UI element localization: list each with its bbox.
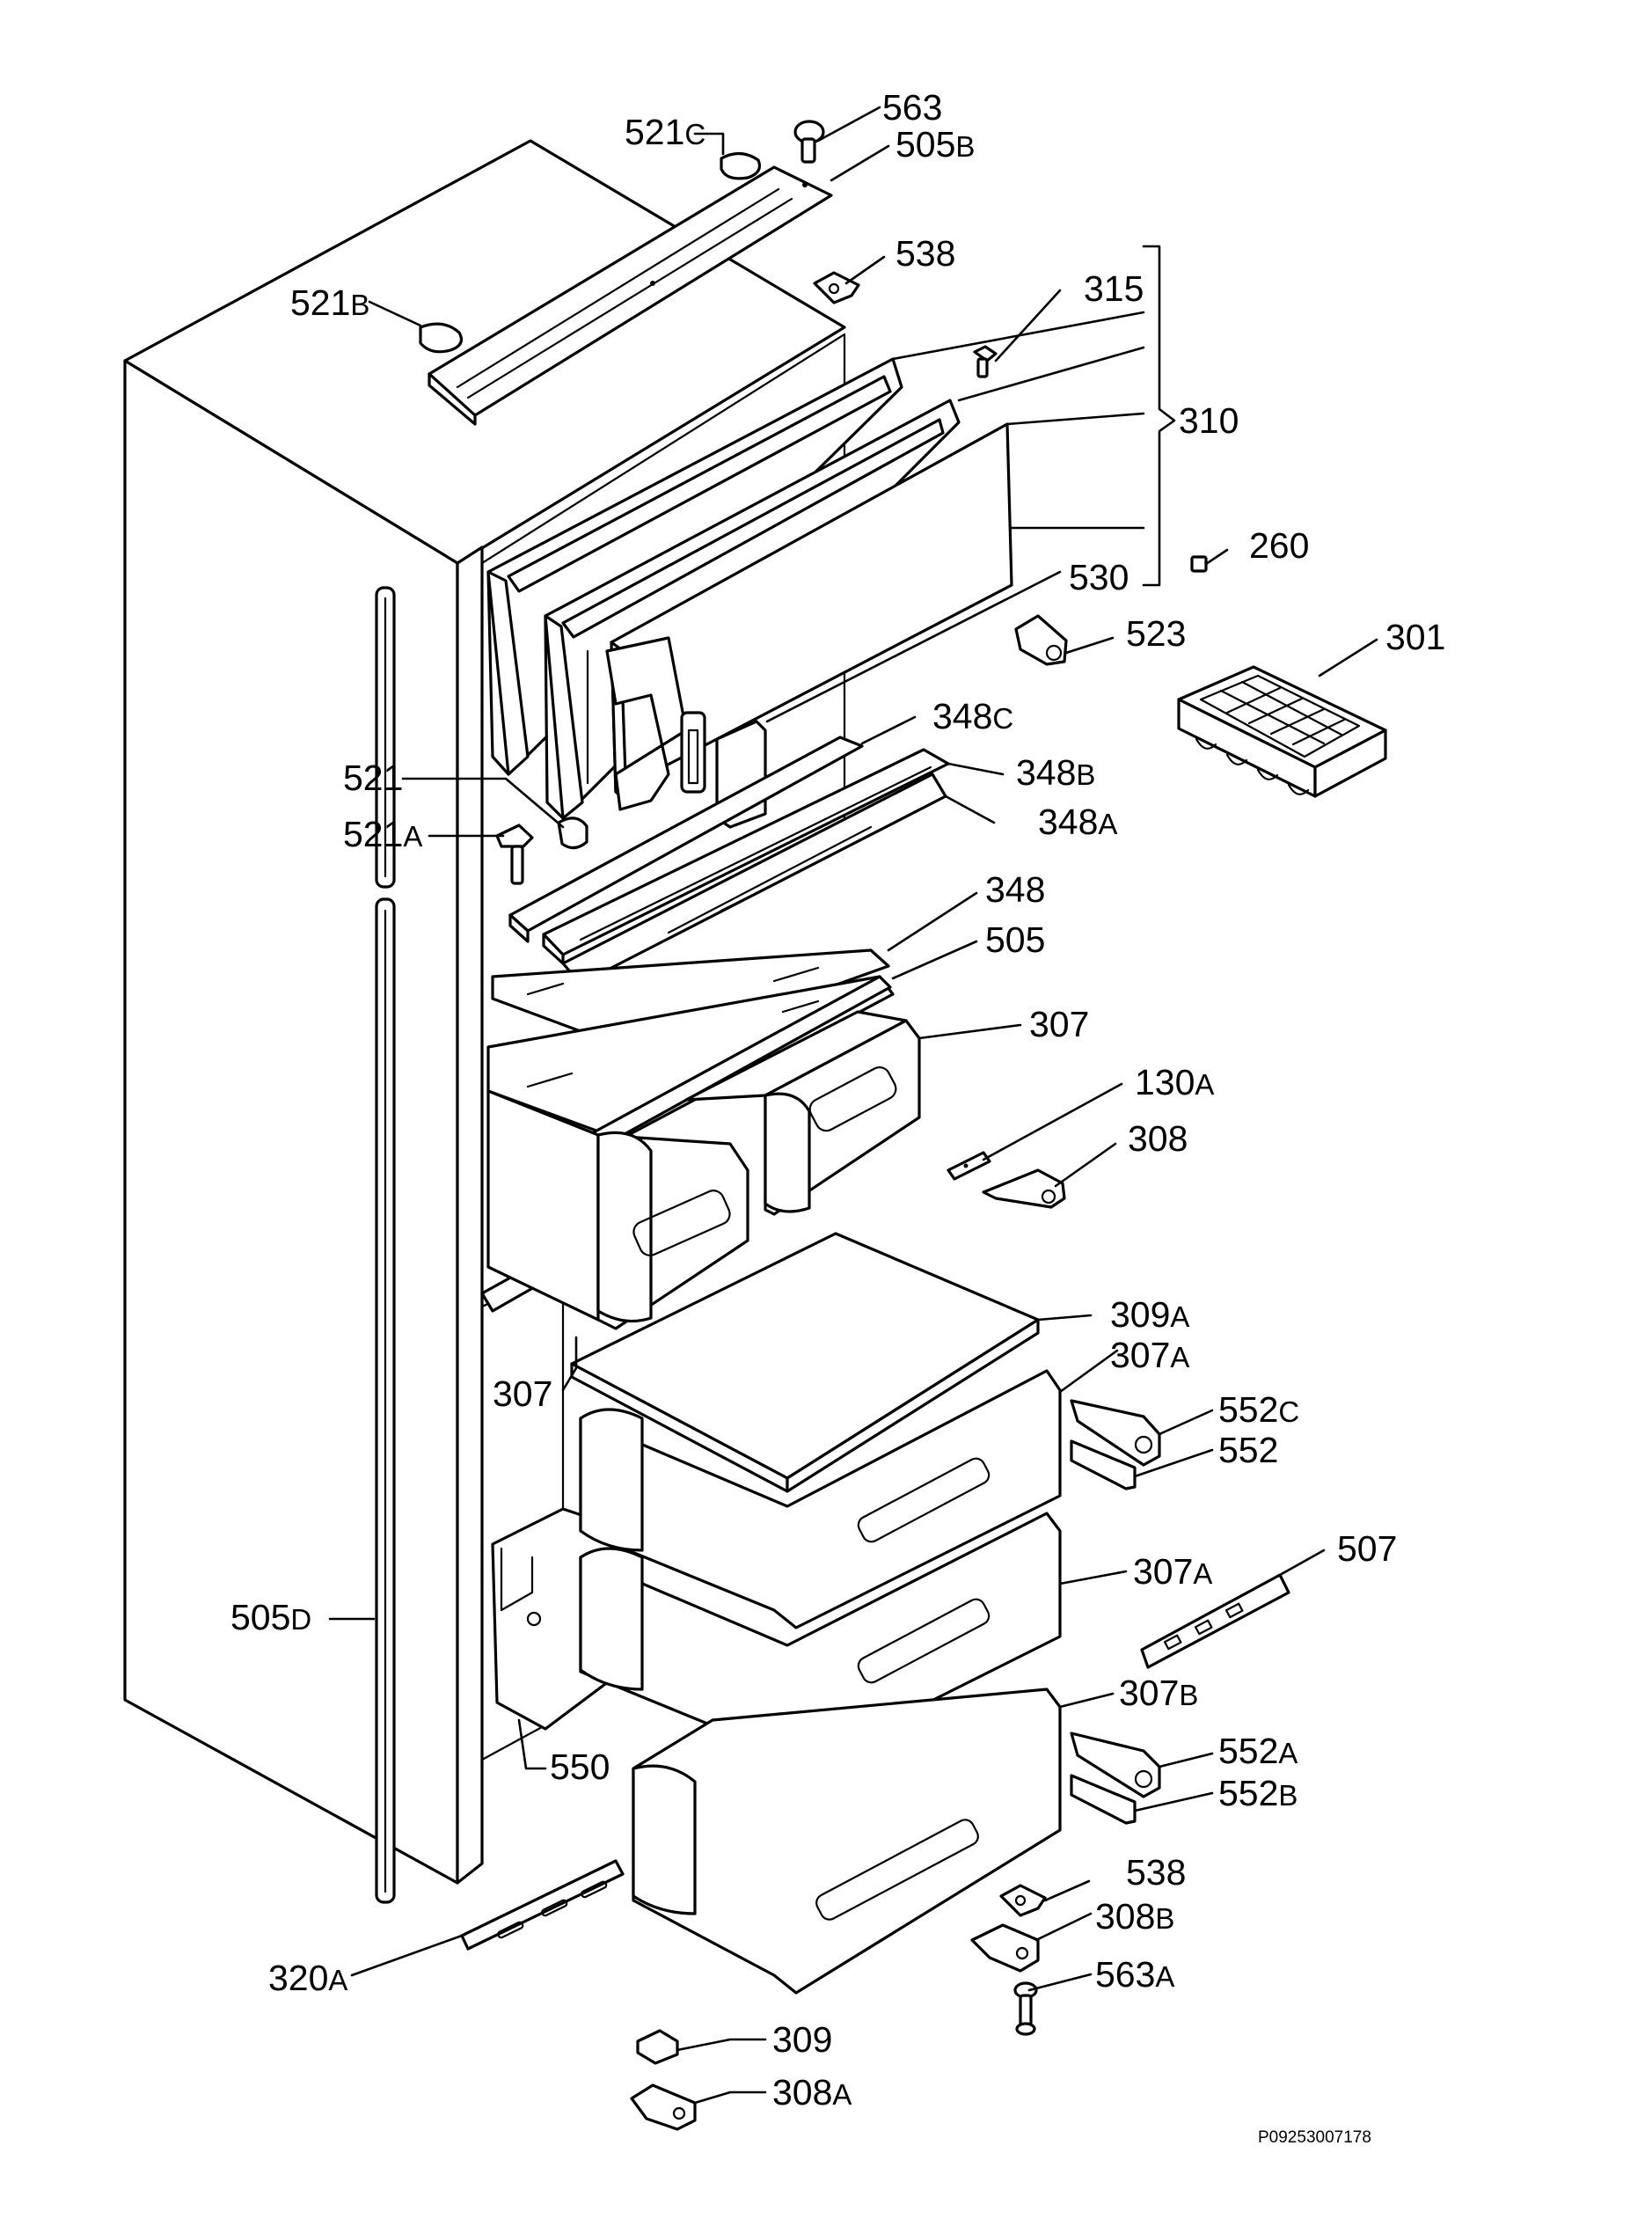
rail-320a — [460, 1859, 625, 1951]
label-521a: 521A — [343, 814, 422, 854]
label-308b: 308B — [1095, 1896, 1174, 1937]
label-307a-top: 307A — [1110, 1335, 1189, 1375]
label-307-left: 307 — [493, 1373, 552, 1414]
hinge-cover-521b — [419, 322, 463, 354]
drawer-307a-top — [579, 1369, 1062, 1629]
label-550: 550 — [550, 1746, 610, 1787]
label-505b: 505B — [895, 124, 975, 165]
label-301: 301 — [1385, 617, 1445, 657]
label-552c: 552C — [1218, 1389, 1299, 1430]
glass-cover-309a — [570, 1232, 1040, 1493]
label-260: 260 — [1249, 525, 1309, 566]
label-348c: 348C — [932, 696, 1013, 736]
clip-260 — [1190, 555, 1208, 573]
part-labels: 563 521C 505B 538 521B 315 310 260 530 5… — [230, 87, 1445, 2147]
bracket-538-top — [813, 271, 860, 304]
label-348: 348 — [985, 869, 1045, 910]
drawer-307b — [632, 1688, 1062, 1995]
label-307b: 307B — [1119, 1673, 1198, 1713]
runner-552b — [1070, 1774, 1137, 1825]
label-505: 505 — [985, 919, 1045, 960]
runner-552a — [1070, 1732, 1161, 1798]
door-gasket-505d — [375, 586, 396, 1904]
top-hinge-bar-505b — [428, 165, 833, 426]
label-309a: 309A — [1110, 1294, 1189, 1335]
label-348a: 348A — [1038, 802, 1117, 842]
label-348b: 348B — [1016, 752, 1095, 793]
drawer-307a-mid — [579, 1512, 1062, 1770]
bracket-538-bottom — [999, 1884, 1047, 1917]
pin-563a — [1013, 1981, 1038, 2036]
cap-309 — [636, 2029, 679, 2065]
runner-552 — [1070, 1439, 1137, 1490]
label-315: 315 — [1084, 268, 1144, 309]
pin-563 — [793, 120, 825, 164]
runner-552c — [1070, 1399, 1161, 1467]
hinge-bracket-308 — [982, 1168, 1066, 1209]
label-507: 507 — [1337, 1528, 1397, 1569]
label-308: 308 — [1128, 1118, 1188, 1159]
label-563a: 563A — [1095, 1954, 1174, 1995]
rail-130a — [947, 1151, 991, 1181]
label-320a: 320A — [268, 1958, 347, 1998]
label-307-top: 307 — [1029, 1004, 1089, 1044]
label-523: 523 — [1126, 613, 1186, 654]
label-521b: 521B — [290, 282, 369, 323]
label-538-bottom: 538 — [1126, 1852, 1186, 1893]
label-563: 563 — [882, 87, 942, 128]
ice-tray-301 — [1177, 665, 1387, 798]
shelf-348c — [508, 736, 864, 943]
label-310: 310 — [1179, 400, 1239, 441]
label-538-top: 538 — [895, 233, 955, 274]
label-530: 530 — [1069, 557, 1129, 597]
label-309: 309 — [772, 2019, 832, 2060]
freezer-door-310 — [486, 357, 1013, 829]
label-552b: 552B — [1218, 1773, 1297, 1813]
label-505d: 505D — [230, 1597, 311, 1637]
hinge-308a — [630, 2083, 697, 2131]
leader-lines — [328, 106, 1378, 2105]
drawing-code: P09253007178 — [1258, 2128, 1371, 2147]
label-521: 521 — [343, 758, 403, 798]
screw-315 — [973, 345, 998, 378]
label-307a-mid: 307A — [1133, 1551, 1212, 1592]
crisper-307-right — [684, 1010, 921, 1216]
lamp-holder-523 — [1014, 614, 1068, 666]
label-308a: 308A — [772, 2072, 852, 2113]
hinge-308b — [970, 1923, 1040, 1973]
hinge-cover-521c — [720, 151, 762, 180]
label-521c: 521C — [625, 112, 705, 152]
strip-507 — [1140, 1573, 1290, 1669]
label-552a: 552A — [1218, 1731, 1297, 1771]
crisper-307-left — [486, 1089, 749, 1330]
label-552: 552 — [1218, 1430, 1278, 1470]
fixing-521a — [495, 824, 534, 885]
label-130a: 130A — [1135, 1062, 1214, 1102]
fixing-521 — [557, 816, 588, 850]
